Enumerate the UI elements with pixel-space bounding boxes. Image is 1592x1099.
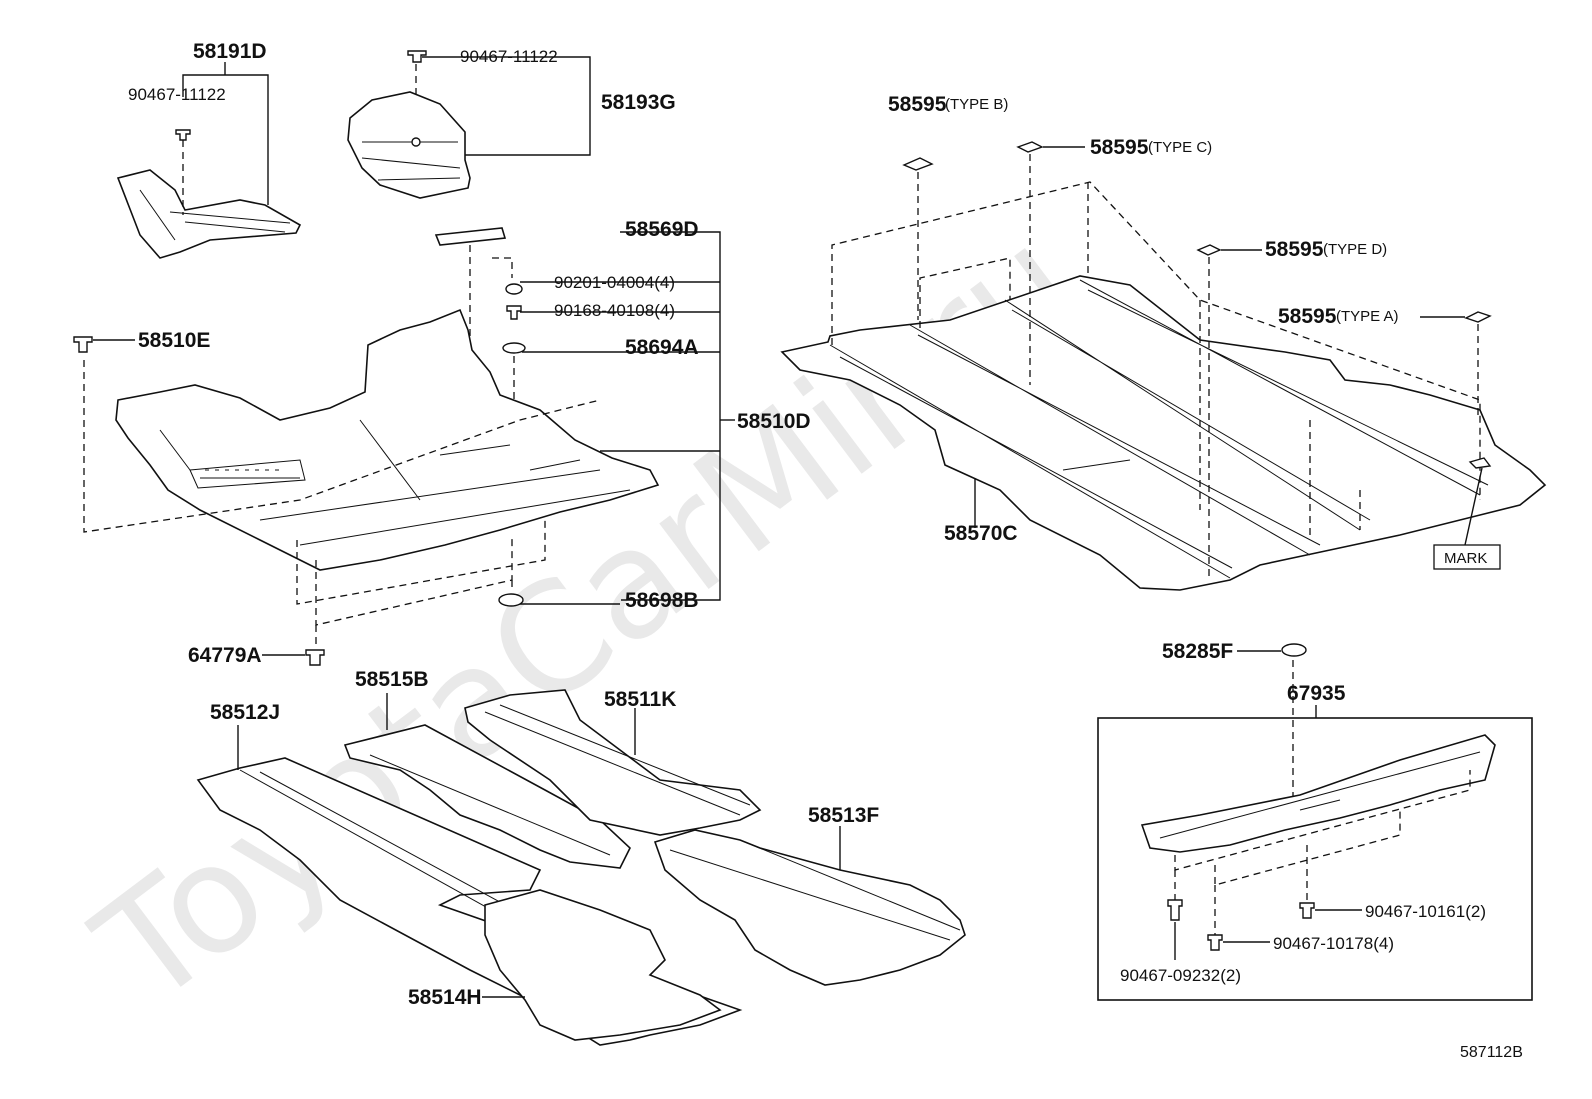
label-58595-type-c[interactable]: 58595: [1090, 136, 1149, 159]
washer-90201-04004-icon[interactable]: [505, 283, 523, 295]
clip-64779a-icon[interactable]: [305, 649, 325, 666]
label-58193g[interactable]: 58193G: [601, 91, 676, 114]
clip-90467-11122-a-icon[interactable]: [175, 129, 191, 141]
mark-label: MARK: [1444, 550, 1487, 567]
label-90168-40108[interactable]: 90168-40108(4): [554, 301, 675, 320]
part-58570c-shape[interactable]: [780, 275, 1547, 591]
diagram-id: 587112B: [1460, 1044, 1523, 1061]
label-90467-11122-a[interactable]: 90467-11122: [128, 85, 226, 104]
label-type-b: (TYPE B): [945, 96, 1008, 113]
step-mats-group: [196, 689, 966, 1046]
label-58513f[interactable]: 58513F: [808, 804, 879, 827]
clip-58694a-icon[interactable]: [502, 342, 526, 354]
label-58694a[interactable]: 58694A: [625, 336, 699, 359]
label-58595-type-d[interactable]: 58595: [1265, 238, 1324, 261]
label-58191d[interactable]: 58191D: [193, 40, 267, 63]
label-58512j[interactable]: 58512J: [210, 701, 280, 724]
label-58515b[interactable]: 58515B: [355, 668, 429, 691]
label-58595-type-a[interactable]: 58595: [1278, 305, 1337, 328]
clip-90467-10178-icon[interactable]: [1207, 934, 1223, 951]
part-58193g-group: [347, 50, 591, 199]
label-58285f[interactable]: 58285F: [1162, 640, 1233, 663]
part-58191d-group: [116, 62, 302, 259]
part-58510d-shape[interactable]: [115, 308, 660, 571]
part-58193g-shape[interactable]: [347, 91, 471, 199]
label-90467-10178[interactable]: 90467-10178(4): [1273, 934, 1394, 953]
clip-90467-10161-icon[interactable]: [1299, 902, 1315, 919]
clip-58510e-icon[interactable]: [73, 336, 93, 353]
pad-58595-type-a-icon[interactable]: [1464, 311, 1492, 323]
part-58191d-shape[interactable]: [116, 169, 302, 259]
label-90467-11122-b[interactable]: 90467-11122: [460, 47, 558, 66]
label-90467-10161[interactable]: 90467-10161(2): [1365, 902, 1486, 921]
mark-box: [1433, 544, 1501, 570]
part-67935-shape[interactable]: [1140, 734, 1496, 853]
label-type-c: (TYPE C): [1148, 139, 1212, 156]
label-type-a: (TYPE A): [1336, 308, 1399, 325]
label-type-d: (TYPE D): [1323, 241, 1387, 258]
part-58569d-shape[interactable]: [434, 227, 507, 246]
label-58570c[interactable]: 58570C: [944, 522, 1018, 545]
label-64779a[interactable]: 64779A: [188, 644, 262, 667]
clip-90467-09232-icon[interactable]: [1167, 899, 1183, 921]
clip-58285f-icon[interactable]: [1281, 643, 1307, 657]
part-67935-frame: [1097, 717, 1533, 1001]
clip-90467-11122-b-icon[interactable]: [407, 50, 427, 63]
labels: 58191D 90467-11122 90467-11122 58193G 58…: [128, 40, 1523, 1061]
part-58570c-group: MARK: [780, 141, 1547, 591]
pad-58595-type-d-icon[interactable]: [1196, 244, 1222, 256]
label-67935[interactable]: 67935: [1287, 682, 1346, 705]
label-58510e[interactable]: 58510E: [138, 329, 210, 352]
clip-58698b-icon[interactable]: [498, 593, 524, 607]
label-58698b[interactable]: 58698B: [625, 589, 699, 612]
label-58569d[interactable]: 58569D: [625, 218, 699, 241]
part-58515b-shape[interactable]: [343, 724, 631, 869]
part-58514h-shape[interactable]: [484, 889, 722, 1041]
screw-90168-40108-icon[interactable]: [506, 305, 522, 320]
label-90467-09232[interactable]: 90467-09232(2): [1120, 966, 1241, 985]
part-67935-group: [1097, 643, 1533, 1001]
label-90201-04004[interactable]: 90201-04004(4): [554, 273, 675, 292]
part-58510d-group: [73, 227, 735, 666]
label-58511k[interactable]: 58511K: [604, 688, 676, 711]
label-58510d[interactable]: 58510D: [737, 410, 811, 433]
part-58511k-shape[interactable]: [464, 689, 762, 836]
pad-58595-type-c-icon[interactable]: [1016, 141, 1044, 153]
pad-58595-type-b-icon[interactable]: [902, 157, 934, 171]
label-58514h[interactable]: 58514H: [408, 986, 482, 1009]
label-58595-type-b[interactable]: 58595: [888, 93, 947, 116]
part-58513f-shape[interactable]: [653, 829, 966, 986]
